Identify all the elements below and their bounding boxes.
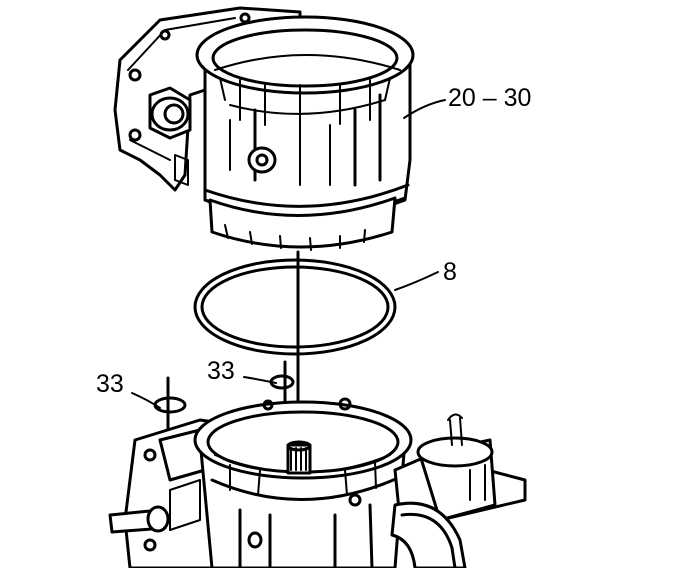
seal-ring — [193, 258, 397, 356]
upper-housing — [113, 6, 415, 251]
callout-pin-left: 33 — [96, 370, 124, 398]
callout-seal-ring: 8 — [443, 258, 457, 286]
callout-pin-right: 33 — [207, 357, 235, 385]
callout-upper-housing: 20 – 30 — [448, 84, 531, 112]
lower-housing — [108, 397, 527, 568]
leader-lines — [131, 99, 446, 409]
